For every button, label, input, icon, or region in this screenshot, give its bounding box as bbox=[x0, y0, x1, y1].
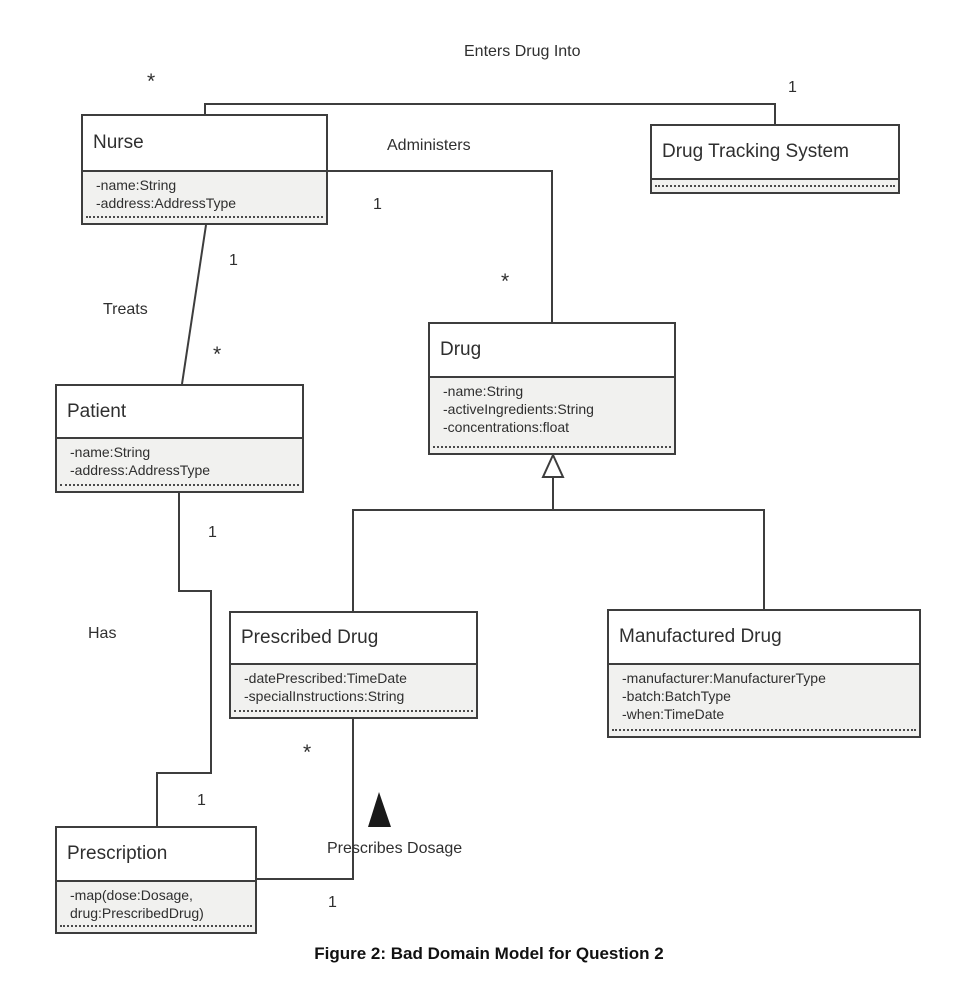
class-attribute: -batch:BatchType bbox=[622, 688, 731, 704]
class-box-patient: Patient -name:String -address:AddressTyp… bbox=[55, 384, 304, 493]
class-attribute: -name:String bbox=[96, 177, 177, 193]
operations-separator bbox=[612, 729, 916, 731]
class-attributes: -manufacturer:ManufacturerType -batch:Ba… bbox=[609, 665, 919, 736]
multiplicity-prescribed-drug-prescribes: * bbox=[303, 741, 312, 764]
multiplicity-nurse-enters: * bbox=[147, 70, 156, 93]
multiplicity-nurse-treats: 1 bbox=[229, 252, 238, 269]
class-attributes: -name:String -address:AddressType bbox=[57, 439, 302, 491]
association-label-treats: Treats bbox=[103, 301, 148, 318]
class-box-manufactured-drug: Manufactured Drug -manufacturer:Manufact… bbox=[607, 609, 921, 738]
class-box-drug-tracking-system: Drug Tracking System bbox=[650, 124, 900, 194]
generalization-triangle-icon bbox=[541, 452, 565, 478]
class-attribute: -manufacturer:ManufacturerType bbox=[622, 670, 826, 686]
multiplicity-dts-enters: 1 bbox=[788, 79, 797, 96]
operations-separator bbox=[86, 216, 323, 218]
association-label-enters-drug-into: Enters Drug Into bbox=[464, 43, 581, 60]
operations-separator bbox=[433, 446, 671, 448]
class-attributes: -map(dose:Dosage, drug:PrescribedDrug) bbox=[57, 882, 255, 932]
class-attributes: -datePrescribed:TimeDate -specialInstruc… bbox=[231, 665, 476, 717]
class-title: Manufactured Drug bbox=[609, 611, 919, 665]
class-title: Nurse bbox=[83, 116, 326, 172]
operations-separator bbox=[60, 925, 252, 927]
class-attribute: -datePrescribed:TimeDate bbox=[244, 670, 407, 686]
multiplicity-prescription-has: 1 bbox=[197, 792, 206, 809]
operations-separator bbox=[655, 185, 895, 187]
association-label-administers: Administers bbox=[387, 137, 471, 154]
class-attribute: -when:TimeDate bbox=[622, 706, 725, 722]
class-box-prescription: Prescription -map(dose:Dosage, drug:Pres… bbox=[55, 826, 257, 934]
multiplicity-patient-has: 1 bbox=[208, 524, 217, 541]
association-line-enters-drug-into bbox=[204, 103, 776, 124]
class-box-nurse: Nurse -name:String -address:AddressType bbox=[81, 114, 328, 225]
class-box-prescribed-drug: Prescribed Drug -datePrescribed:TimeDate… bbox=[229, 611, 478, 719]
class-title: Patient bbox=[57, 386, 302, 439]
generalization-line bbox=[352, 509, 765, 611]
reading-direction-triangle-icon bbox=[368, 792, 391, 827]
class-attributes: -name:String -address:AddressType bbox=[83, 172, 326, 223]
multiplicity-nurse-administers: 1 bbox=[373, 196, 382, 213]
figure-caption: Figure 2: Bad Domain Model for Question … bbox=[314, 944, 664, 963]
association-line-prescribes-dosage bbox=[257, 719, 354, 880]
association-line-treats bbox=[181, 224, 207, 385]
class-attribute: -address:AddressType bbox=[96, 195, 237, 211]
class-attribute: -concentrations:float bbox=[443, 419, 570, 435]
class-attribute: -name:String bbox=[443, 383, 524, 399]
class-title: Prescribed Drug bbox=[231, 613, 476, 665]
class-attribute: -address:AddressType bbox=[70, 462, 211, 478]
class-attribute: -name:String bbox=[70, 444, 151, 460]
association-line-administers bbox=[328, 170, 553, 322]
association-label-prescribes-dosage: Prescribes Dosage bbox=[327, 840, 463, 857]
class-title: Prescription bbox=[57, 828, 255, 882]
class-attribute: -activeIngredients:String bbox=[443, 401, 594, 417]
class-attribute: drug:PrescribedDrug) bbox=[70, 905, 204, 921]
operations-separator bbox=[60, 484, 299, 486]
class-attribute: -map(dose:Dosage, bbox=[70, 887, 193, 903]
class-box-drug: Drug -name:String -activeIngredients:Str… bbox=[428, 322, 676, 455]
multiplicity-prescription-prescribes: 1 bbox=[328, 894, 337, 911]
association-label-has: Has bbox=[88, 625, 117, 642]
operations-separator bbox=[234, 710, 473, 712]
class-title: Drug bbox=[430, 324, 674, 378]
class-title: Drug Tracking System bbox=[652, 126, 898, 180]
multiplicity-patient-treats: * bbox=[213, 343, 222, 366]
class-attributes bbox=[652, 180, 898, 192]
class-attributes: -name:String -activeIngredients:String -… bbox=[430, 378, 674, 453]
multiplicity-drug-administers: * bbox=[501, 270, 510, 293]
class-attribute: -specialInstructions:String bbox=[244, 688, 405, 704]
association-line-has bbox=[156, 493, 212, 826]
